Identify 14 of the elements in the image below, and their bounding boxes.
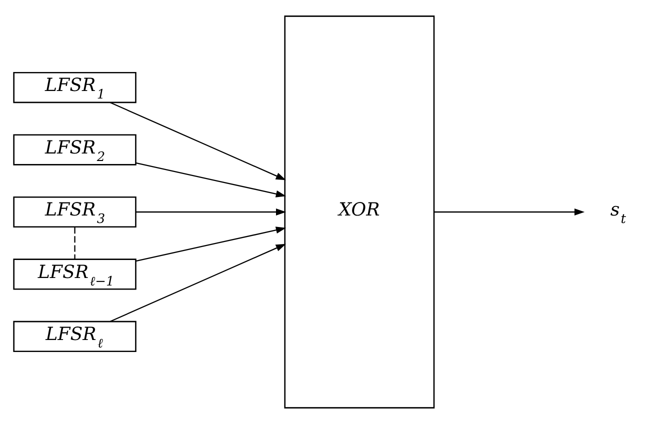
node-text: s$_{t}$ xyxy=(610,199,626,226)
arrow xyxy=(110,243,286,322)
node-box: LFSR$_{2}$ xyxy=(13,134,136,165)
arrow xyxy=(110,102,286,180)
node-box: LFSR$_{1}$ xyxy=(13,71,136,103)
node-box: LFSR$_{ℓ}$ xyxy=(13,320,136,352)
node-box: LFSR$_{ℓ−1}$ xyxy=(13,258,136,290)
node-box: XOR xyxy=(284,15,435,408)
node-box: LFSR$_{3}$ xyxy=(13,196,136,228)
arrow xyxy=(136,162,286,197)
connector xyxy=(74,226,76,259)
arrow xyxy=(434,208,585,216)
arrow xyxy=(136,208,286,216)
arrow xyxy=(136,226,286,262)
